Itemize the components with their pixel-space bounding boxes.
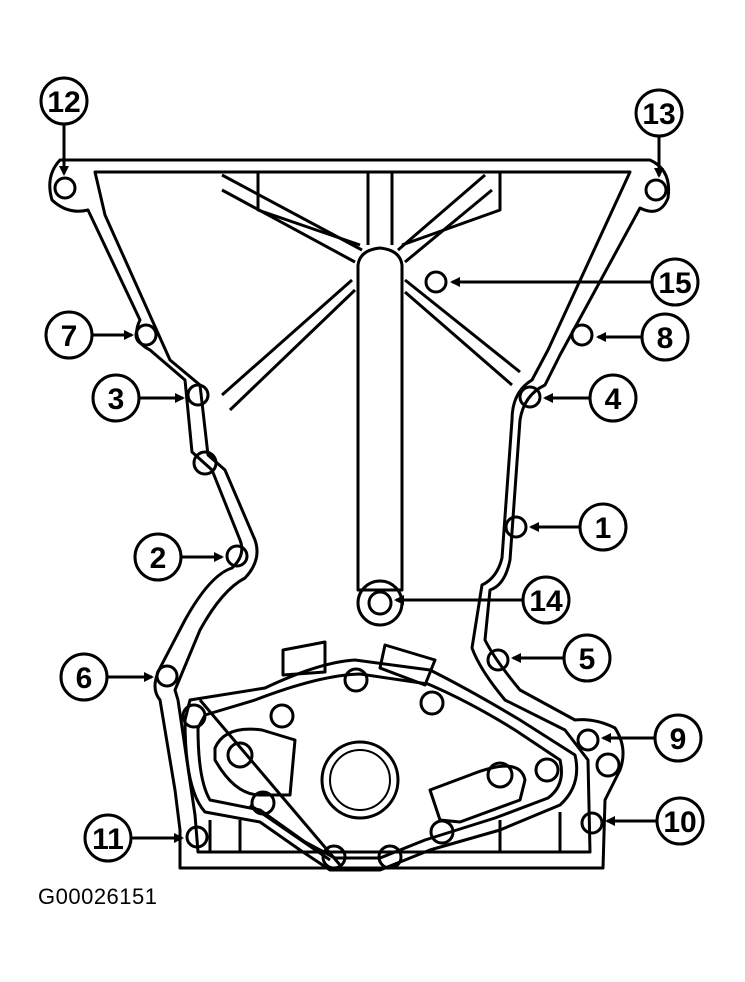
callout-6-label: 6	[76, 662, 93, 695]
bolt-5	[486, 648, 510, 672]
callout-12-label: 12	[47, 86, 80, 119]
timing-cover-outline	[48, 158, 671, 872]
callout-5-label: 5	[579, 643, 596, 676]
callout-13: 13	[634, 88, 684, 178]
callout-12: 12	[39, 76, 89, 176]
callout-8: 8	[596, 312, 690, 362]
bolt-13	[644, 178, 668, 202]
callout-3: 3	[91, 373, 185, 423]
callout-1-label: 1	[595, 512, 612, 545]
callout-11: 11	[83, 813, 184, 863]
bolt-11	[185, 825, 209, 849]
callout-2-label: 2	[150, 542, 167, 575]
callout-7-label: 7	[61, 320, 78, 353]
callout-15: 15	[450, 257, 700, 307]
callout-4: 4	[543, 373, 638, 423]
callout-2: 2	[133, 532, 224, 582]
callout-10-label: 10	[663, 806, 696, 839]
crankshaft-bore	[320, 740, 400, 820]
pump-bolt-f	[250, 790, 276, 816]
callout-9: 9	[601, 713, 703, 763]
pump-bolt-d	[419, 690, 445, 716]
pump-bolt-i	[377, 844, 403, 870]
callout-7: 7	[44, 310, 134, 360]
callout-10: 10	[605, 796, 705, 846]
callout-1: 1	[529, 502, 628, 552]
bolt-1	[504, 515, 528, 539]
bolt-12	[53, 176, 77, 200]
pump-hole-left	[226, 741, 254, 769]
callout-6: 6	[59, 652, 154, 702]
callout-4-label: 4	[605, 383, 622, 416]
bolt-extra-b	[595, 752, 621, 778]
pump-bolt-h	[321, 844, 347, 870]
pump-bolt-b	[269, 703, 295, 729]
bolt-14	[367, 590, 393, 616]
figure-id-label: G00026151	[38, 884, 158, 909]
bolt-3	[186, 383, 210, 407]
bolt-15	[424, 270, 448, 294]
callout-15-label: 15	[658, 267, 691, 300]
bolt-14-boss	[356, 579, 404, 627]
callout-9-label: 9	[670, 723, 687, 756]
bolt-extra-a	[192, 450, 218, 476]
pump-bolt-g	[429, 819, 455, 845]
callout-group: 12 13 15 7 8 3 4	[39, 76, 705, 863]
pump-hole-right	[486, 761, 514, 789]
pump-bolt-c	[343, 667, 369, 693]
pump-bolt-e	[534, 757, 560, 783]
bolt-2	[225, 544, 249, 568]
bolt-6	[155, 664, 179, 688]
bolt-7	[134, 323, 158, 347]
bolt-4	[518, 385, 542, 409]
callout-8-label: 8	[657, 322, 674, 355]
crankshaft-bore-inner	[329, 749, 391, 811]
bolt-10	[580, 811, 604, 835]
bolt-8	[570, 323, 594, 347]
callout-5: 5	[511, 633, 612, 683]
callout-14-label: 14	[529, 585, 563, 618]
pump-bolt-a	[181, 703, 207, 729]
callout-11-label: 11	[92, 823, 124, 856]
callout-3-label: 3	[108, 383, 125, 416]
callout-14: 14	[394, 575, 571, 625]
bolt-9	[576, 728, 600, 752]
callout-13-label: 13	[642, 98, 675, 131]
